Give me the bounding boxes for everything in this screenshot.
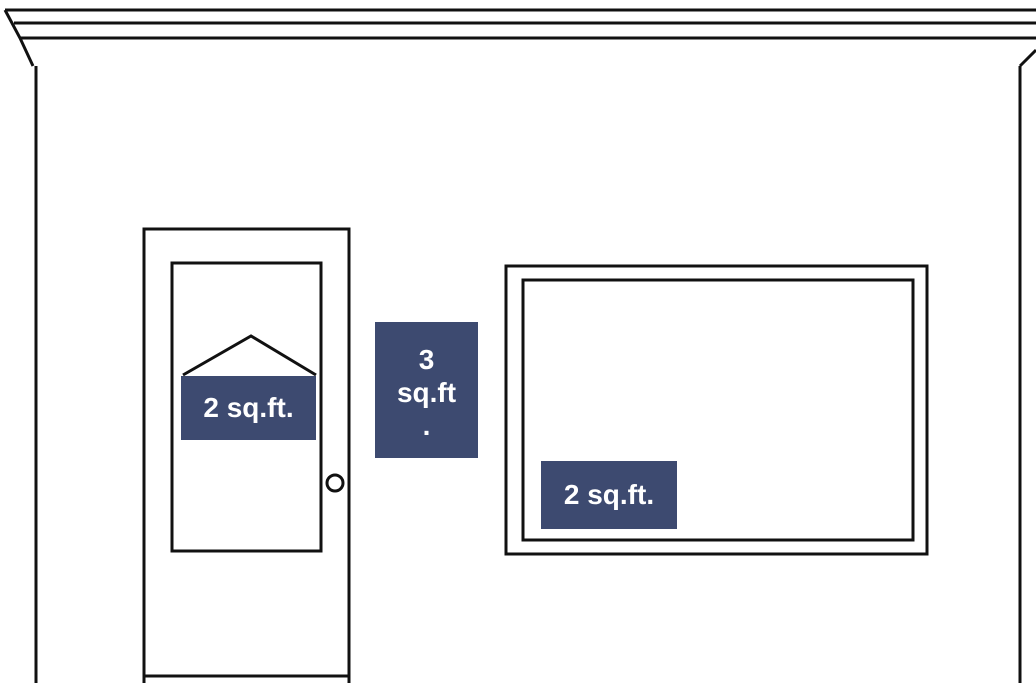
cornice — [3, 8, 1036, 68]
door-knob — [325, 473, 345, 493]
door-sign: 2 sq.ft. — [181, 376, 316, 440]
wall-sign: 3 sq.ft . — [375, 322, 478, 458]
wall-sign-line-1: 3 — [418, 344, 435, 375]
hanging-sign-string — [182, 334, 317, 377]
door — [142, 227, 351, 683]
wall-sign-line-3: . — [422, 410, 431, 441]
window-sign: 2 sq.ft. — [541, 461, 677, 529]
window — [504, 264, 929, 556]
wall-sign-line-2: sq.ft — [396, 377, 457, 408]
